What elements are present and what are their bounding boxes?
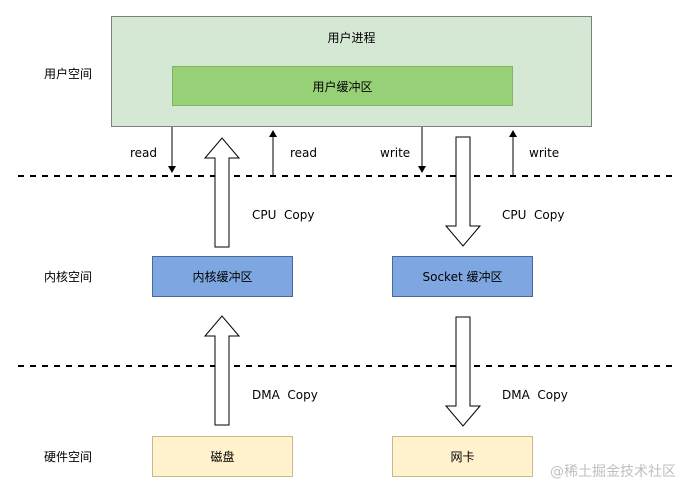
dma-copy-arrow-up [203,315,241,426]
kernel-buffer-box: 内核缓冲区 [152,256,293,297]
socket-buffer-box: Socket 缓冲区 [392,256,533,297]
socket-buffer-label: Socket 缓冲区 [422,270,503,284]
nic-box: 网卡 [392,436,533,477]
dma-copy-label-right: DMA Copy [502,388,568,402]
user-space-label: 用户空间 [44,67,93,81]
kernel-buffer-label: 内核缓冲区 [192,270,253,284]
user-buffer-label: 用户缓冲区 [312,79,373,94]
cpu-copy-arrow-down [444,136,482,247]
cpu-copy-label-right: CPU Copy [502,208,565,222]
hardware-space-label: 硬件空间 [44,450,93,464]
write-label-left: write [380,146,411,160]
nic-label: 网卡 [450,450,475,464]
read-label-left: read [130,146,158,160]
disk-label: 磁盘 [210,450,235,464]
read-label-right: read [290,146,318,160]
kernel-space-label: 内核空间 [44,270,93,284]
dma-copy-label-left: DMA Copy [252,388,318,402]
disk-box: 磁盘 [152,436,293,477]
write-label-right: write [529,146,560,160]
user-process-title: 用户进程 [327,31,376,45]
dma-copy-arrow-down [444,316,482,427]
cpu-copy-arrow-up [203,137,241,248]
user-buffer-box: 用户缓冲区 [172,66,513,106]
watermark: @稀土掘金技术社区 [550,464,676,480]
cpu-copy-label-left: CPU Copy [252,208,315,222]
